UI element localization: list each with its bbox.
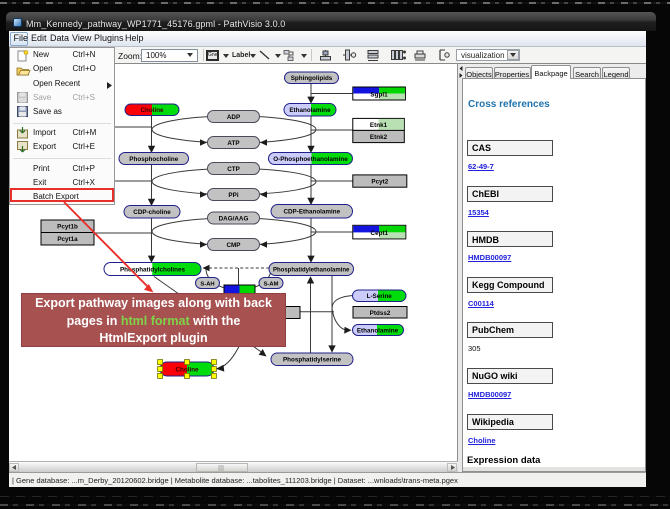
svg-text:Pcyt1b: Pcyt1b: [57, 224, 78, 231]
svg-text:Phosphocholine: Phosphocholine: [129, 156, 178, 163]
svg-text:CDP-Ethanolamine: CDP-Ethanolamine: [283, 209, 340, 216]
svg-text:S-AM: S-AM: [264, 281, 279, 287]
svg-text:PPi: PPi: [228, 192, 238, 199]
svg-text:Phosphatidylcholines: Phosphatidylcholines: [120, 266, 186, 273]
svg-text:Choline: Choline: [140, 107, 164, 114]
svg-text:L-Serine: L-Serine: [367, 293, 393, 300]
svg-text:DAG/AAG: DAG/AAG: [219, 215, 249, 222]
svg-text:S-AH: S-AH: [200, 281, 214, 287]
svg-text:CMP: CMP: [227, 242, 241, 249]
svg-text:Phosphatidylethanolamine: Phosphatidylethanolamine: [273, 267, 350, 273]
svg-text:Phosphatidylserine: Phosphatidylserine: [283, 356, 342, 363]
svg-text:Cept1: Cept1: [371, 230, 389, 237]
svg-text:ATP: ATP: [227, 140, 239, 147]
svg-text:Choline: Choline: [175, 367, 199, 374]
svg-text:O-Phosphoethanolamine: O-Phosphoethanolamine: [273, 156, 348, 163]
svg-text:Ptdss2: Ptdss2: [370, 310, 391, 317]
svg-text:Pcyt2: Pcyt2: [371, 179, 388, 186]
svg-text:Sgpl1: Sgpl1: [370, 92, 388, 99]
svg-text:Ethanolamine: Ethanolamine: [357, 327, 399, 334]
svg-text:Ethanolamine: Ethanolamine: [289, 107, 331, 114]
svg-text:CTP: CTP: [227, 166, 240, 173]
svg-text:CDP-choline: CDP-choline: [133, 209, 171, 216]
svg-text:Sphingolipids: Sphingolipids: [291, 75, 333, 82]
svg-text:Pcyt1a: Pcyt1a: [57, 236, 78, 243]
svg-text:Etnk2: Etnk2: [370, 134, 388, 141]
svg-text:ADP: ADP: [227, 114, 240, 121]
svg-text:Etnk1: Etnk1: [370, 122, 388, 129]
